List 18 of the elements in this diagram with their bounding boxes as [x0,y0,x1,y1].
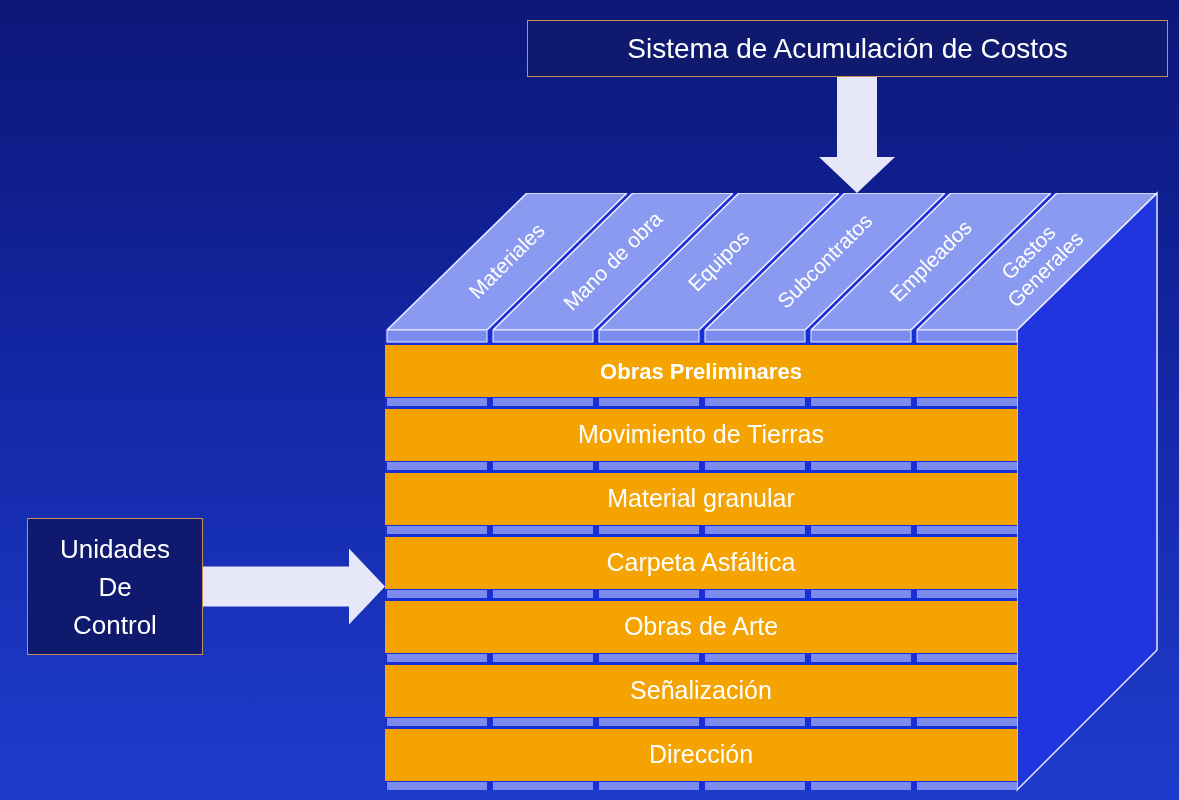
work-unit-bar [385,601,1017,653]
row-label: Movimiento de Tierras [578,419,824,451]
label-box [27,518,203,655]
row-label: Obras de Arte [623,611,779,643]
row-label: Obras Preliminares [600,357,802,386]
work-unit-bar [385,409,1017,461]
row-label: Carpeta Asfáltica [606,547,796,579]
work-unit-bar [385,729,1017,781]
label-box [527,20,1168,77]
row-label: Dirección [648,739,754,771]
work-unit-bar [385,473,1017,525]
work-unit-bar [385,345,1017,397]
work-unit-bar [385,537,1017,589]
box-title: Sistema de Acumulación de Costos [627,32,1068,66]
work-unit-bar [385,665,1017,717]
box-title: Unidades De Control [59,532,171,642]
row-label: Señalización [630,675,772,707]
row-label: Material granular [607,483,795,515]
